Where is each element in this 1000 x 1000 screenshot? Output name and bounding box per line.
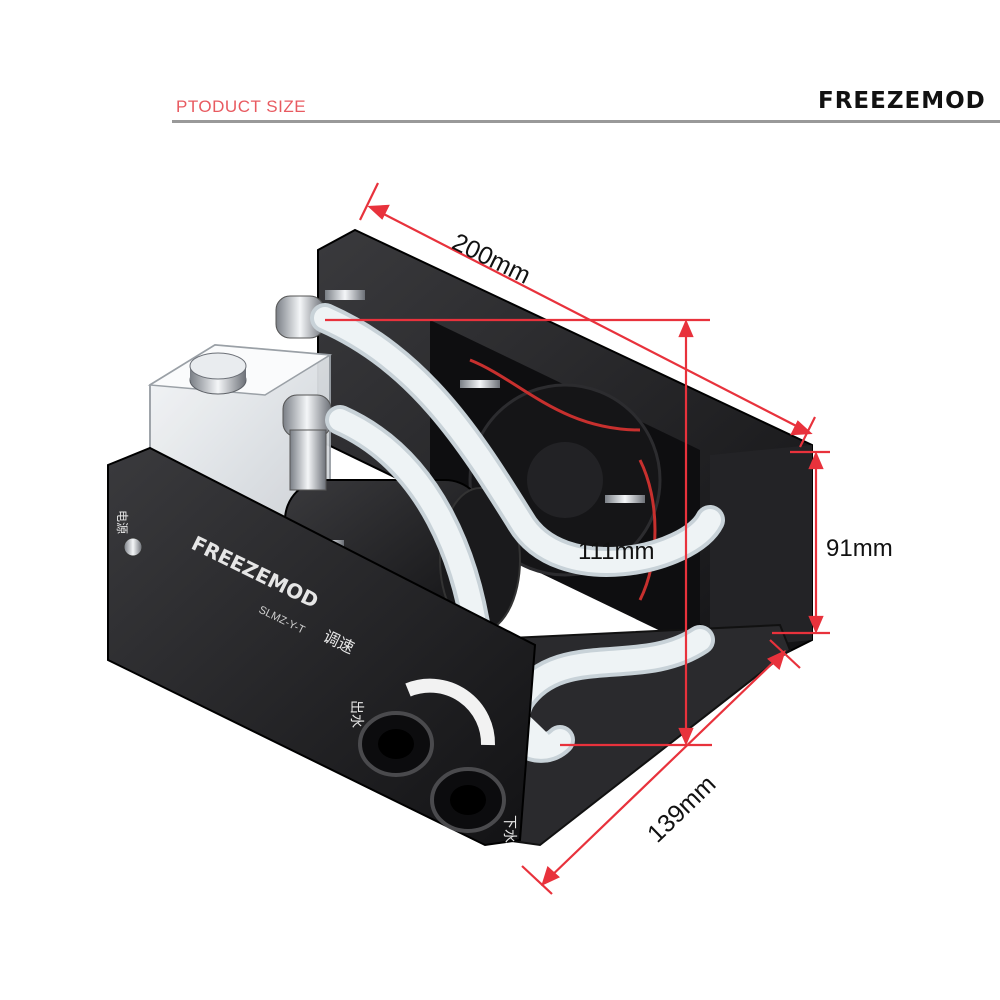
chrome-fittings [275,295,332,491]
panel-label-out: 出水 [348,700,364,728]
section-title: PTODUCT SIZE [176,97,307,116]
dimension-radiator-height-label: 91mm [826,535,893,562]
front-panel: FREEZEMOD SLMZ-Y-T 调速 出水 下水 电源 [107,446,537,847]
power-switch-icon [123,537,143,557]
dimension-lines [325,182,830,895]
panel-label-in: 下水 [501,815,517,843]
header-divider [172,120,1000,123]
brand-logo: FREEZEMOD [818,88,986,114]
dimension-height-label: 111mm [578,538,655,565]
panel-label-power: 电源 [115,510,129,534]
header: PTODUCT SIZE FREEZEMOD [0,0,1000,130]
